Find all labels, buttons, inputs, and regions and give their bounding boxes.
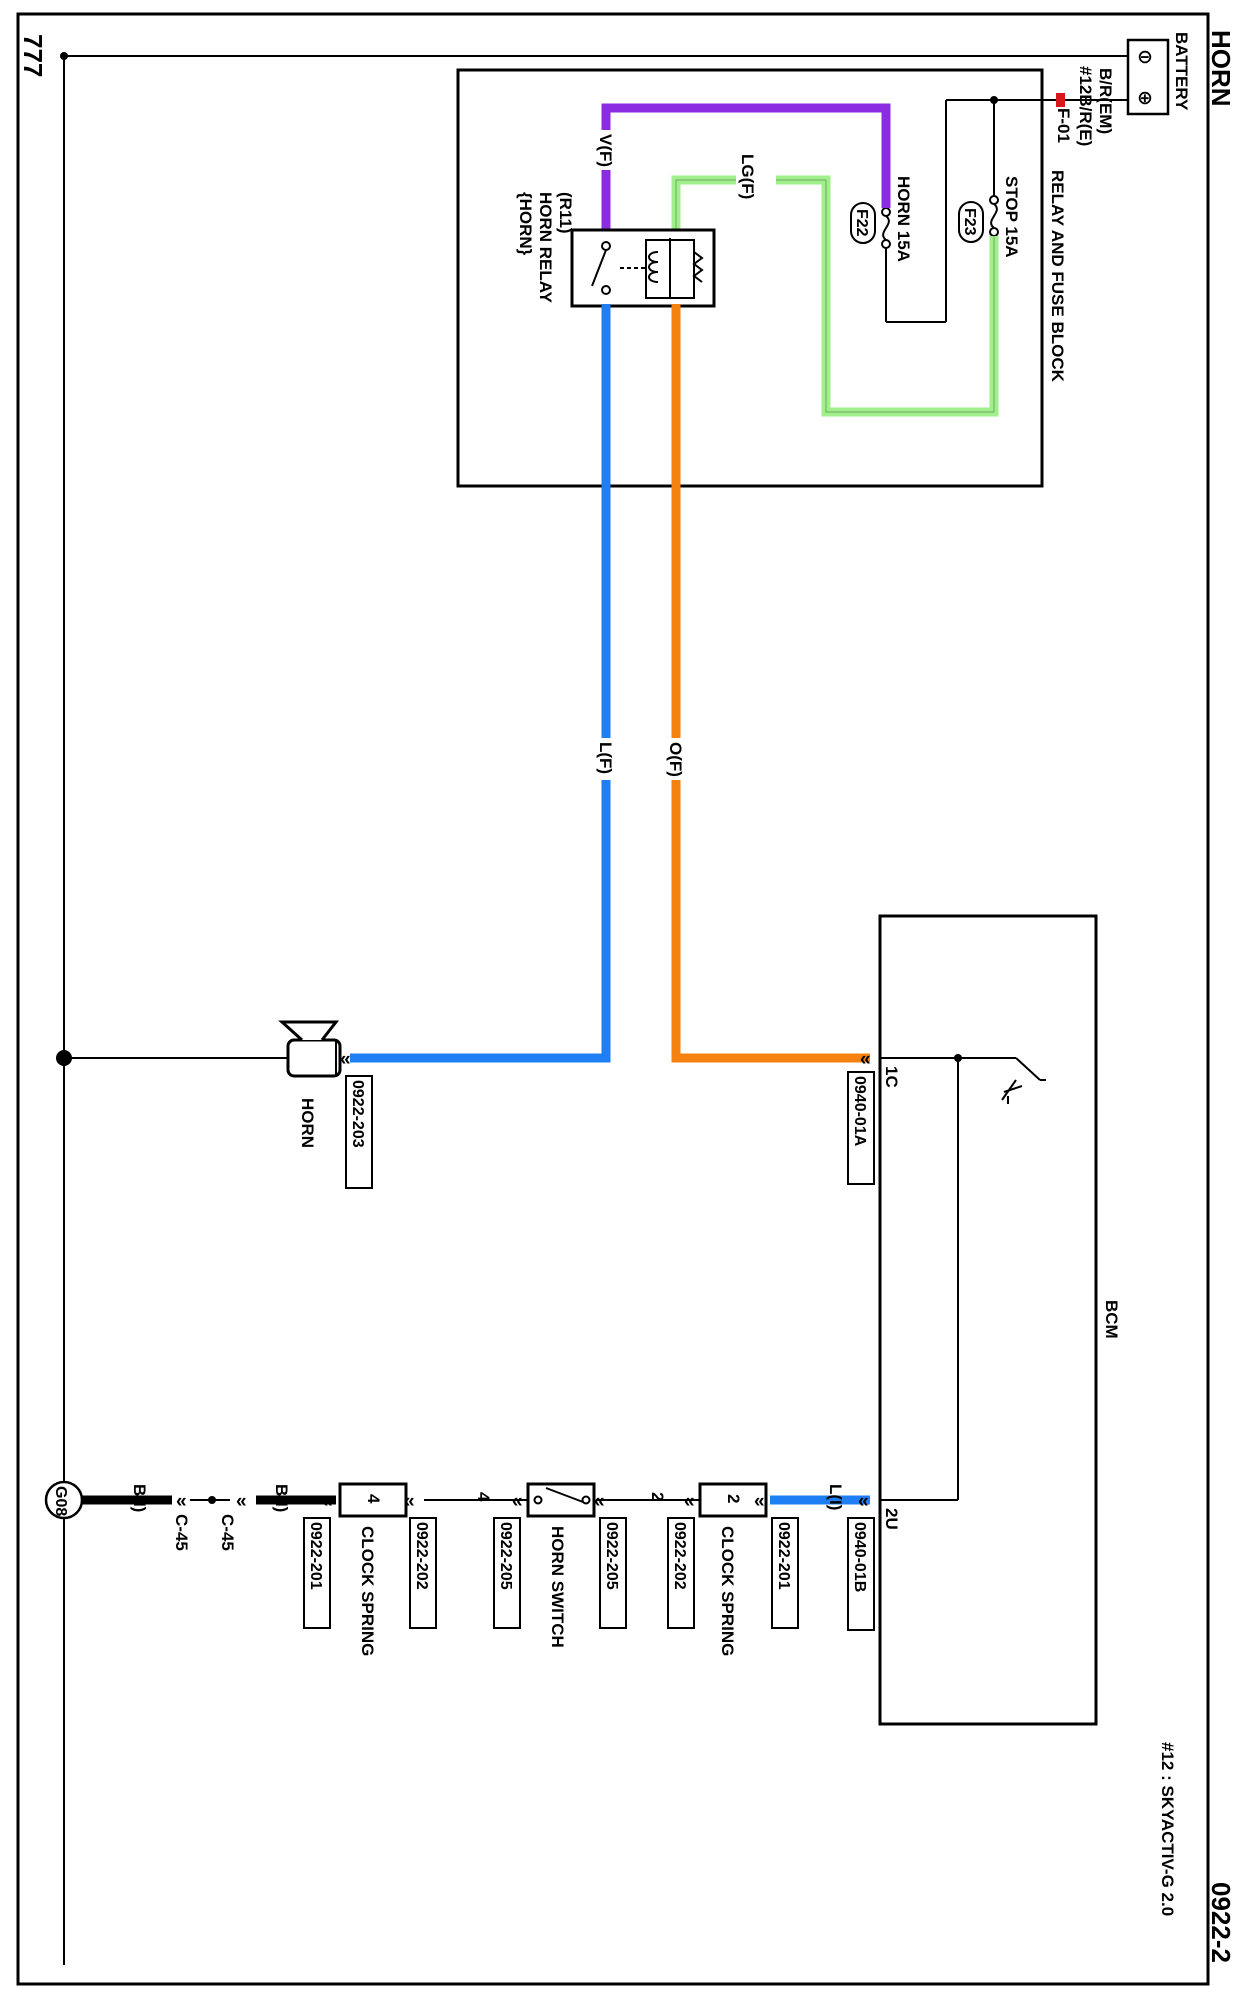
wire-v-label: V(F) bbox=[596, 134, 615, 167]
c45-arrow-b: « bbox=[176, 1491, 187, 1512]
wire-b-i-1-label: B(I) bbox=[272, 1484, 291, 1512]
switch-pin-out: 4 bbox=[474, 1492, 493, 1502]
relay-code: (R11) bbox=[556, 192, 575, 234]
engine-footnote: #12 : SKYACTIV-G 2.0 bbox=[1158, 1742, 1177, 1916]
bcm-driver-icon bbox=[958, 1057, 1046, 1104]
wire-lg bbox=[671, 175, 999, 417]
clock-spring-1-label: CLOCK SPRING bbox=[718, 1526, 737, 1656]
chain-arrow-sw-in: « bbox=[594, 1491, 605, 1512]
ground-g08-label: G08 bbox=[52, 1486, 69, 1516]
fusible-link-label: F-01 bbox=[1054, 108, 1073, 143]
chain-arrow-cs2-in: « bbox=[404, 1491, 415, 1512]
bcm-pin-2u: 2U bbox=[882, 1508, 901, 1530]
wire-b-i-2-label: B(I) bbox=[130, 1484, 149, 1512]
page-frame bbox=[16, 12, 1210, 1986]
ground-symbol: 777 bbox=[18, 34, 48, 77]
horn-ground-junction bbox=[56, 1050, 72, 1066]
bcm-conn-b: 0940-01B bbox=[851, 1522, 868, 1592]
stop-fuse-label: STOP 15A bbox=[1002, 176, 1021, 258]
stop-fuse-code-badge bbox=[958, 201, 984, 243]
horn-relay bbox=[570, 228, 716, 308]
clock-spring-2-pin: 4 bbox=[364, 1494, 383, 1504]
sw-conn-in-box bbox=[599, 1517, 627, 1629]
cs1-conn-in: 0922-201 bbox=[775, 1522, 792, 1590]
chain-arrow-sw-out: « bbox=[512, 1491, 523, 1512]
horn-fuse-label: HORN 15A bbox=[894, 176, 913, 262]
relay-fuse-block bbox=[456, 68, 1044, 488]
cs1-conn-in-box bbox=[771, 1517, 799, 1629]
cs1-conn-out-box bbox=[667, 1517, 695, 1629]
horn-conn-box bbox=[345, 1075, 373, 1189]
c45-label-a: C-45 bbox=[218, 1514, 237, 1551]
cs2-conn-out: 0922-201 bbox=[307, 1522, 324, 1590]
relay-sub: {HORN} bbox=[516, 192, 535, 256]
bcm-conn-b-box bbox=[847, 1517, 875, 1631]
wire-l-i-label: L(I) bbox=[826, 1484, 845, 1510]
bcm-conn-a: 0940-01A bbox=[851, 1076, 868, 1147]
relay-name: HORN RELAY bbox=[536, 192, 555, 303]
battery-minus-icon: ⊖ bbox=[1137, 47, 1153, 68]
horn-switch-label: HORN SWITCH bbox=[548, 1526, 567, 1648]
clock-spring-1-pin: 2 bbox=[724, 1494, 743, 1503]
cs1-conn-out: 0922-202 bbox=[671, 1522, 688, 1590]
battery-plus-icon: ⊕ bbox=[1137, 88, 1153, 109]
fusible-link-icon bbox=[1056, 93, 1065, 107]
chain-arrow-cs1-out: « bbox=[684, 1491, 695, 1512]
wire-l bbox=[350, 304, 611, 1063]
sw-conn-in: 0922-205 bbox=[603, 1522, 620, 1590]
relay-block-title: RELAY AND FUSE BLOCK bbox=[1048, 170, 1067, 383]
ground-g08-icon bbox=[44, 1480, 84, 1520]
clock-spring-2-label: CLOCK SPRING bbox=[358, 1526, 377, 1656]
page-number: 0922-2 bbox=[1206, 1882, 1236, 1963]
horn-icon bbox=[278, 1020, 342, 1078]
horn-fuse-code: F22 bbox=[853, 209, 870, 237]
chain-arrow-bcm: « bbox=[858, 1491, 869, 1512]
horn-label: HORN bbox=[298, 1098, 317, 1148]
stop-fuse-icon bbox=[989, 195, 999, 237]
bcm-box bbox=[878, 914, 1098, 1726]
battery: ⊖ ⊕ bbox=[1126, 38, 1170, 116]
chain-arrow-cs1-in: « bbox=[754, 1491, 765, 1512]
c45-arrow-a: « bbox=[236, 1491, 247, 1512]
wire-o bbox=[671, 304, 870, 1063]
cs2-conn-out-box bbox=[303, 1517, 331, 1629]
switch-pin-in: 2 bbox=[648, 1492, 667, 1501]
horn-connector-arrow: « bbox=[340, 1049, 351, 1070]
bcm-label: BCM bbox=[1102, 1300, 1121, 1339]
battery-label: BATTERY bbox=[1172, 32, 1191, 111]
wire-lg-label: LG(F) bbox=[738, 154, 757, 199]
cs2-conn-in: 0922-202 bbox=[413, 1522, 430, 1590]
wire-o-label: O(F) bbox=[666, 742, 685, 777]
fusible-wire-top: B/R(EM) bbox=[1096, 68, 1115, 134]
horn-switch bbox=[526, 1482, 596, 1518]
fusible-wire-bottom: #12B/R(E) bbox=[1076, 66, 1095, 146]
bcm-conn-a-box bbox=[847, 1071, 875, 1185]
bcm-pin-1c: 1C bbox=[882, 1066, 901, 1088]
page-title: HORN bbox=[1206, 30, 1236, 107]
bcm-connector-arrow: « bbox=[860, 1049, 871, 1070]
clock-spring-2 bbox=[338, 1482, 408, 1518]
horn-fuse-code-badge bbox=[850, 202, 876, 244]
sw-conn-out: 0922-205 bbox=[497, 1522, 514, 1590]
sw-conn-out-box bbox=[493, 1517, 521, 1629]
c45-label-b: C-45 bbox=[172, 1514, 191, 1551]
stop-fuse-code: F23 bbox=[961, 208, 978, 236]
clock-spring-1 bbox=[698, 1482, 768, 1518]
wire-l-label: L(F) bbox=[596, 742, 615, 774]
horn-fuse-icon bbox=[881, 207, 891, 249]
horn-conn: 0922-203 bbox=[349, 1080, 366, 1148]
cs2-conn-in-box bbox=[409, 1517, 437, 1629]
